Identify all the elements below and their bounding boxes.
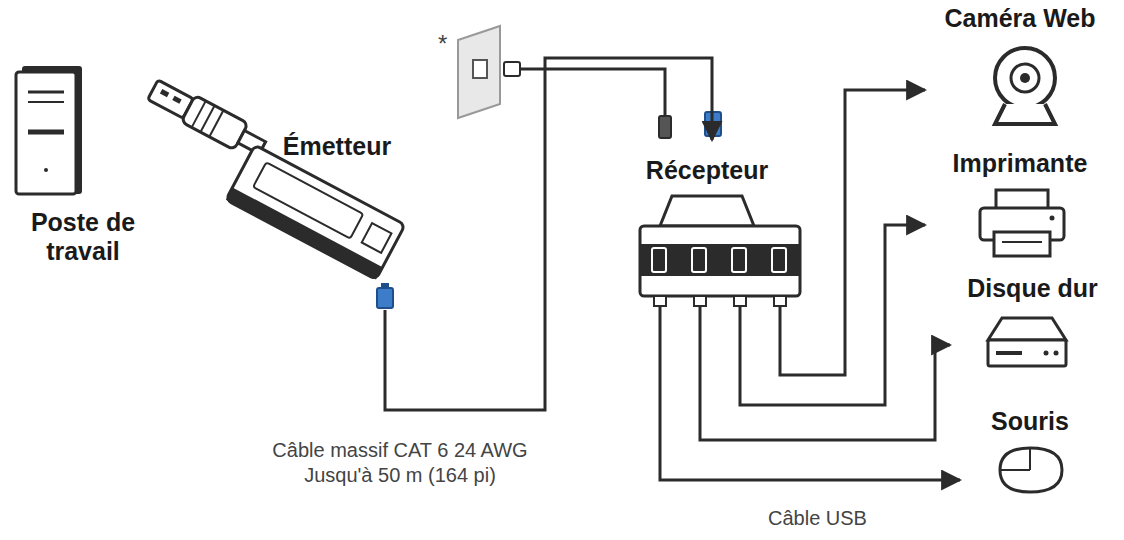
mouse-node: Souris — [960, 405, 1100, 500]
cable-connector — [740, 225, 925, 405]
printer-icon — [980, 190, 1064, 256]
device-label: Souris — [960, 407, 1100, 436]
device-label: Disque dur — [950, 274, 1115, 303]
cable-connector — [660, 305, 960, 480]
transmitter-node: Émetteur — [150, 50, 415, 310]
cable-connector — [385, 58, 712, 410]
hard-drive-node: Disque dur — [950, 272, 1115, 370]
cable-label: Câble massif CAT 6 24 AWG Jusqu'à 50 m (… — [250, 438, 550, 488]
cable-label: Câble USB — [768, 506, 867, 530]
wall-outlet — [458, 26, 671, 138]
hard-drive-icon — [988, 318, 1066, 366]
cable-connector — [700, 305, 950, 440]
webcam-icon — [995, 48, 1055, 124]
receiver-node: Récepteur — [612, 140, 802, 305]
device-label: Récepteur — [612, 156, 802, 185]
mouse-icon — [1000, 448, 1062, 492]
device-label: Imprimante — [925, 149, 1115, 178]
workstation-node: Poste de travail — [8, 60, 158, 292]
cable-connector — [780, 90, 925, 375]
workstation-icon — [16, 66, 82, 194]
receiver-icon — [640, 112, 800, 306]
printer-node: Imprimante — [925, 145, 1115, 260]
device-label: Poste de travail — [8, 208, 158, 266]
device-label: Émetteur — [262, 132, 412, 161]
transmitter-icon — [146, 76, 405, 308]
device-label: Caméra Web — [925, 4, 1115, 33]
footnote-mark: * — [438, 30, 447, 59]
webcam-node: Caméra Web — [925, 2, 1115, 130]
